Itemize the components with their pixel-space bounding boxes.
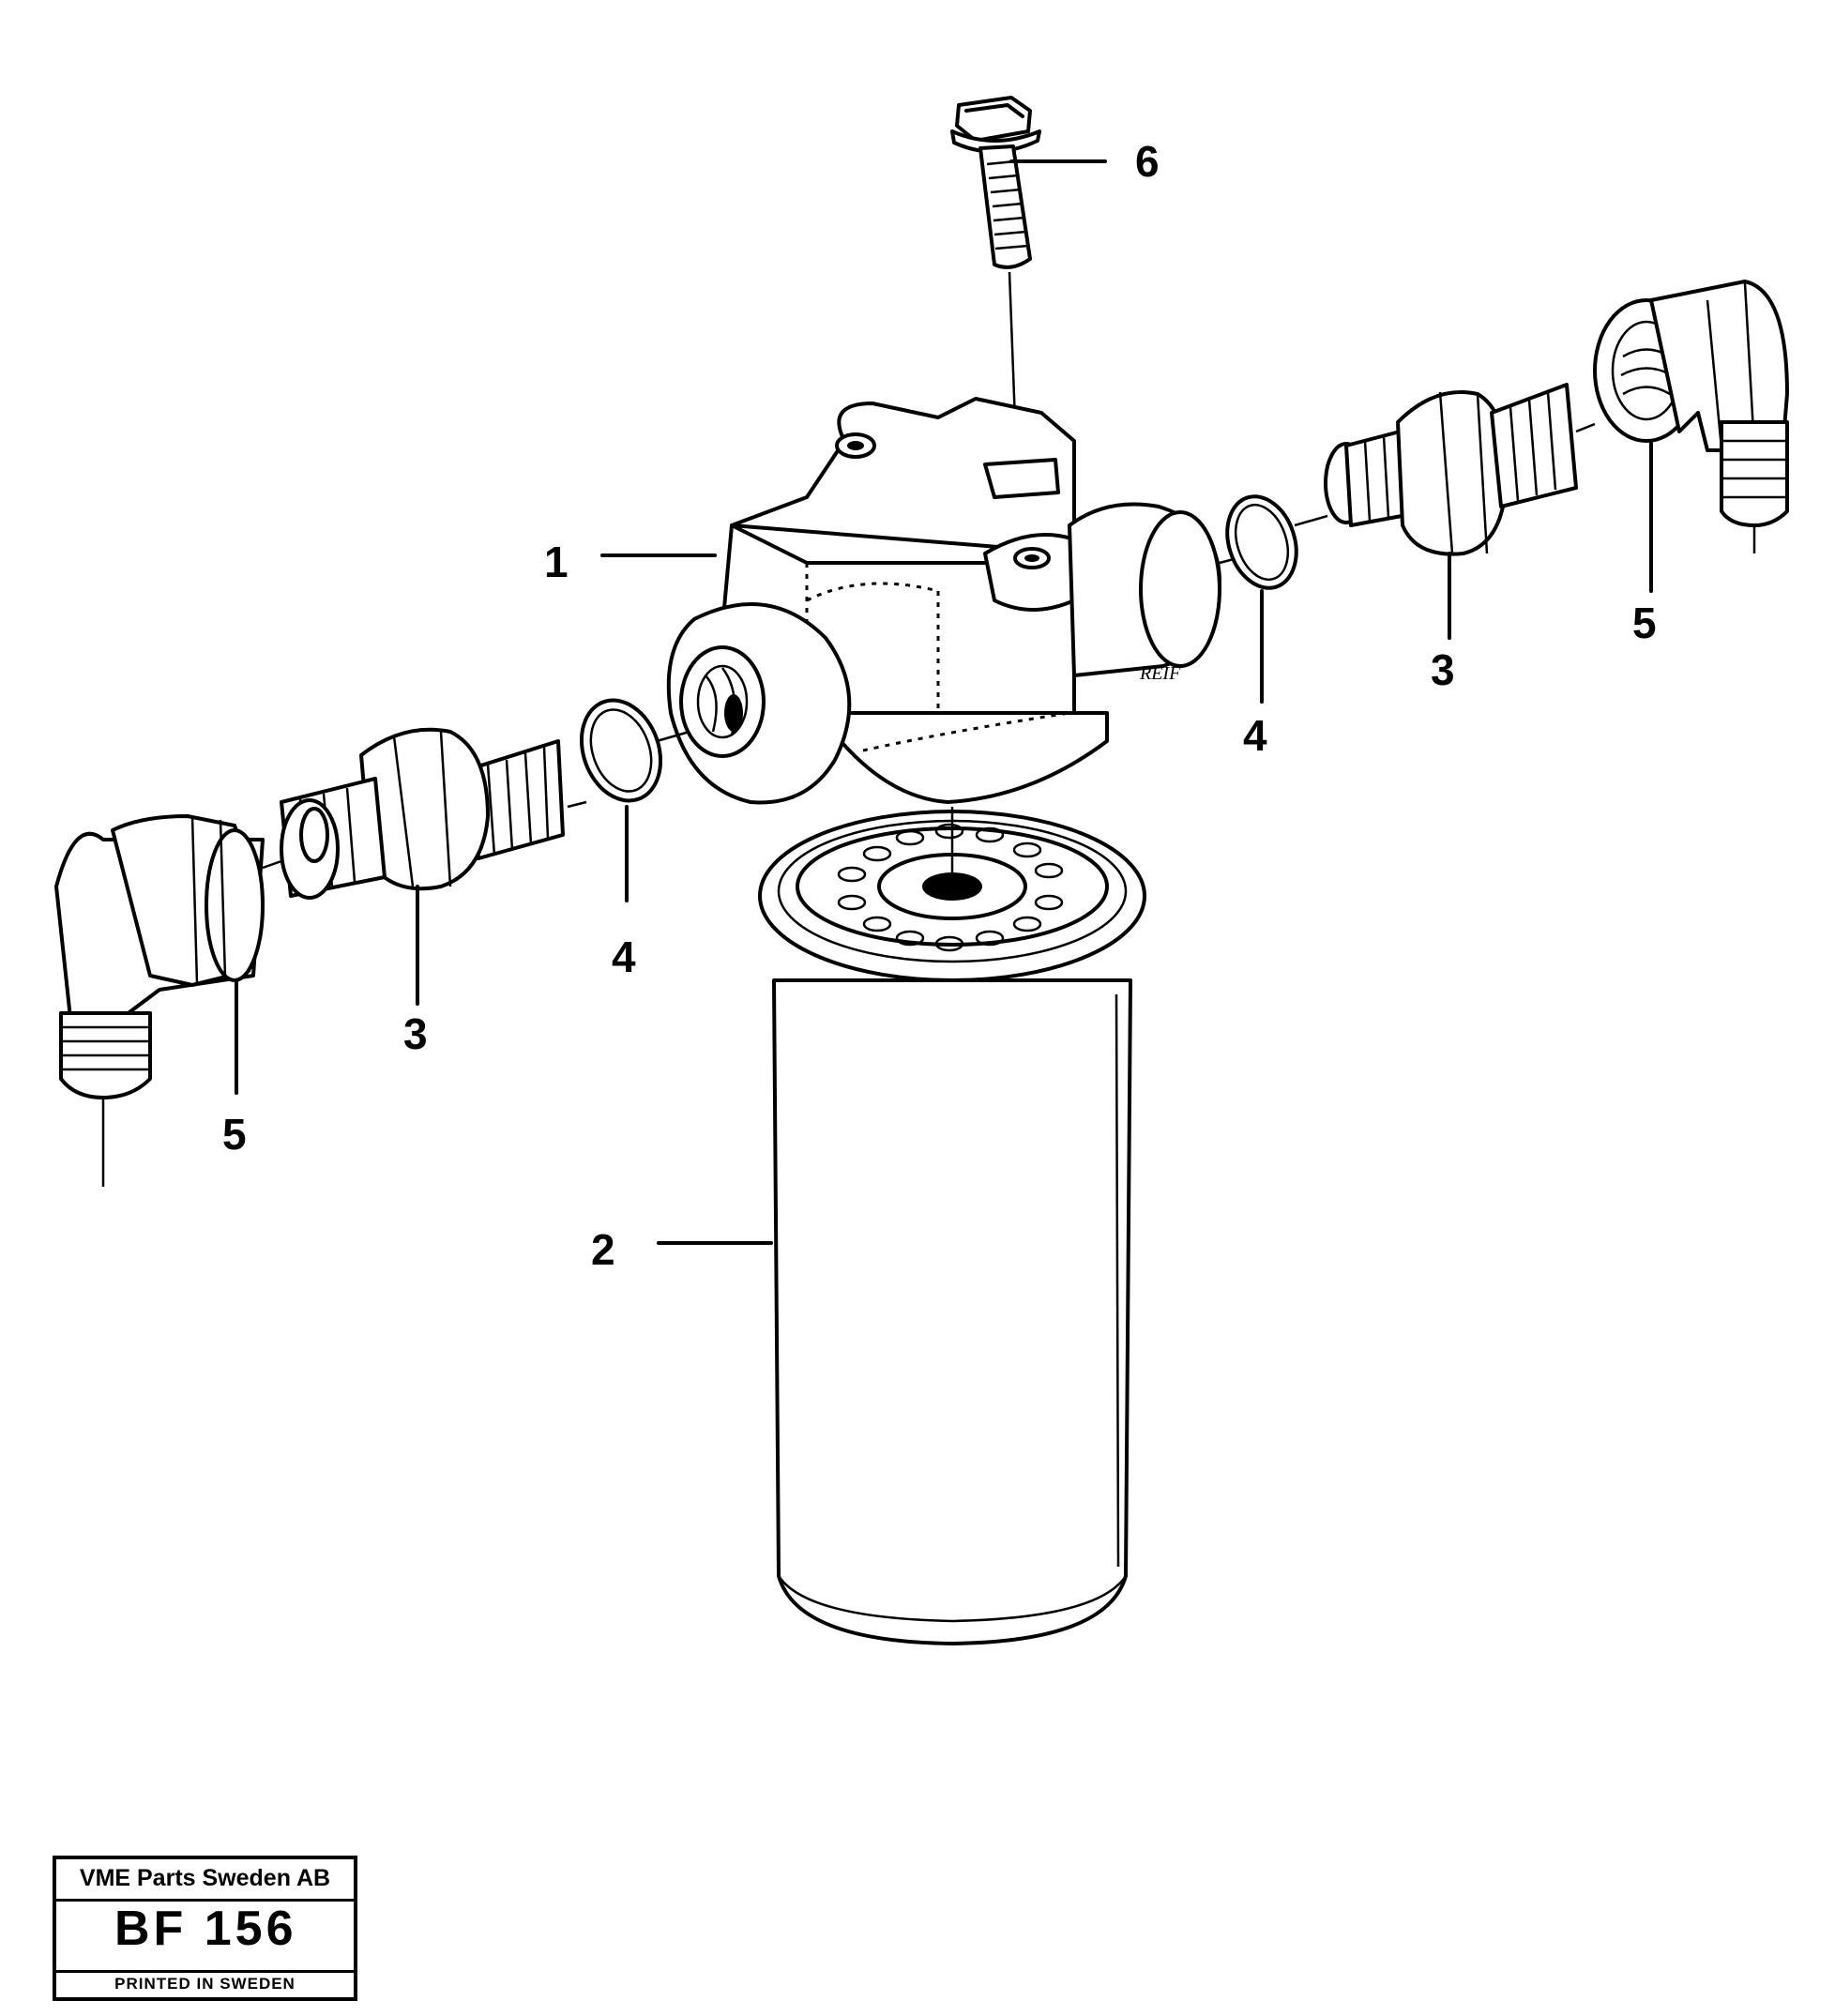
adapter-right-part-3 [1324,383,1578,556]
filter-head-part-1: REIF [666,397,1221,805]
elbow-left-part-5 [54,814,265,1187]
stamp-company-name: VME Parts Sweden AB [79,1865,331,1891]
bolt-part-6 [950,96,1041,522]
callout-labels: 1 2 3 3 4 4 5 5 6 [222,137,1657,1274]
callout-5-right: 5 [1632,599,1657,647]
stamp-divider-top [56,1899,354,1902]
adapter-left-part-3 [280,727,565,900]
body-marking-text: REIF [1139,663,1181,684]
stamp-printed-note: PRINTED IN SWEDEN [114,1975,296,1993]
callout-1: 1 [544,538,569,586]
elbow-right-part-5 [1593,280,1789,553]
leader-lines [235,159,1653,1245]
callout-4-right: 4 [1243,711,1267,760]
callout-5-left: 5 [222,1110,247,1159]
callout-4-left: 4 [612,932,636,981]
filter-cartridge-part-2 [758,807,1146,1645]
o-ring-right-part-4 [1225,494,1298,590]
stamp-drawing-code: BF 156 [114,1902,297,1956]
callout-3-left: 3 [403,1009,428,1058]
callout-3-right: 3 [1431,645,1455,694]
title-stamp: VME Parts Sweden AB BF 156 PRINTED IN SW… [53,1856,357,2001]
callout-6: 6 [1135,137,1160,186]
callout-2: 2 [591,1225,615,1274]
stamp-divider-bottom [56,1970,354,1973]
o-ring-left-part-4 [579,698,663,803]
assembly-axis-lines [262,422,1596,870]
